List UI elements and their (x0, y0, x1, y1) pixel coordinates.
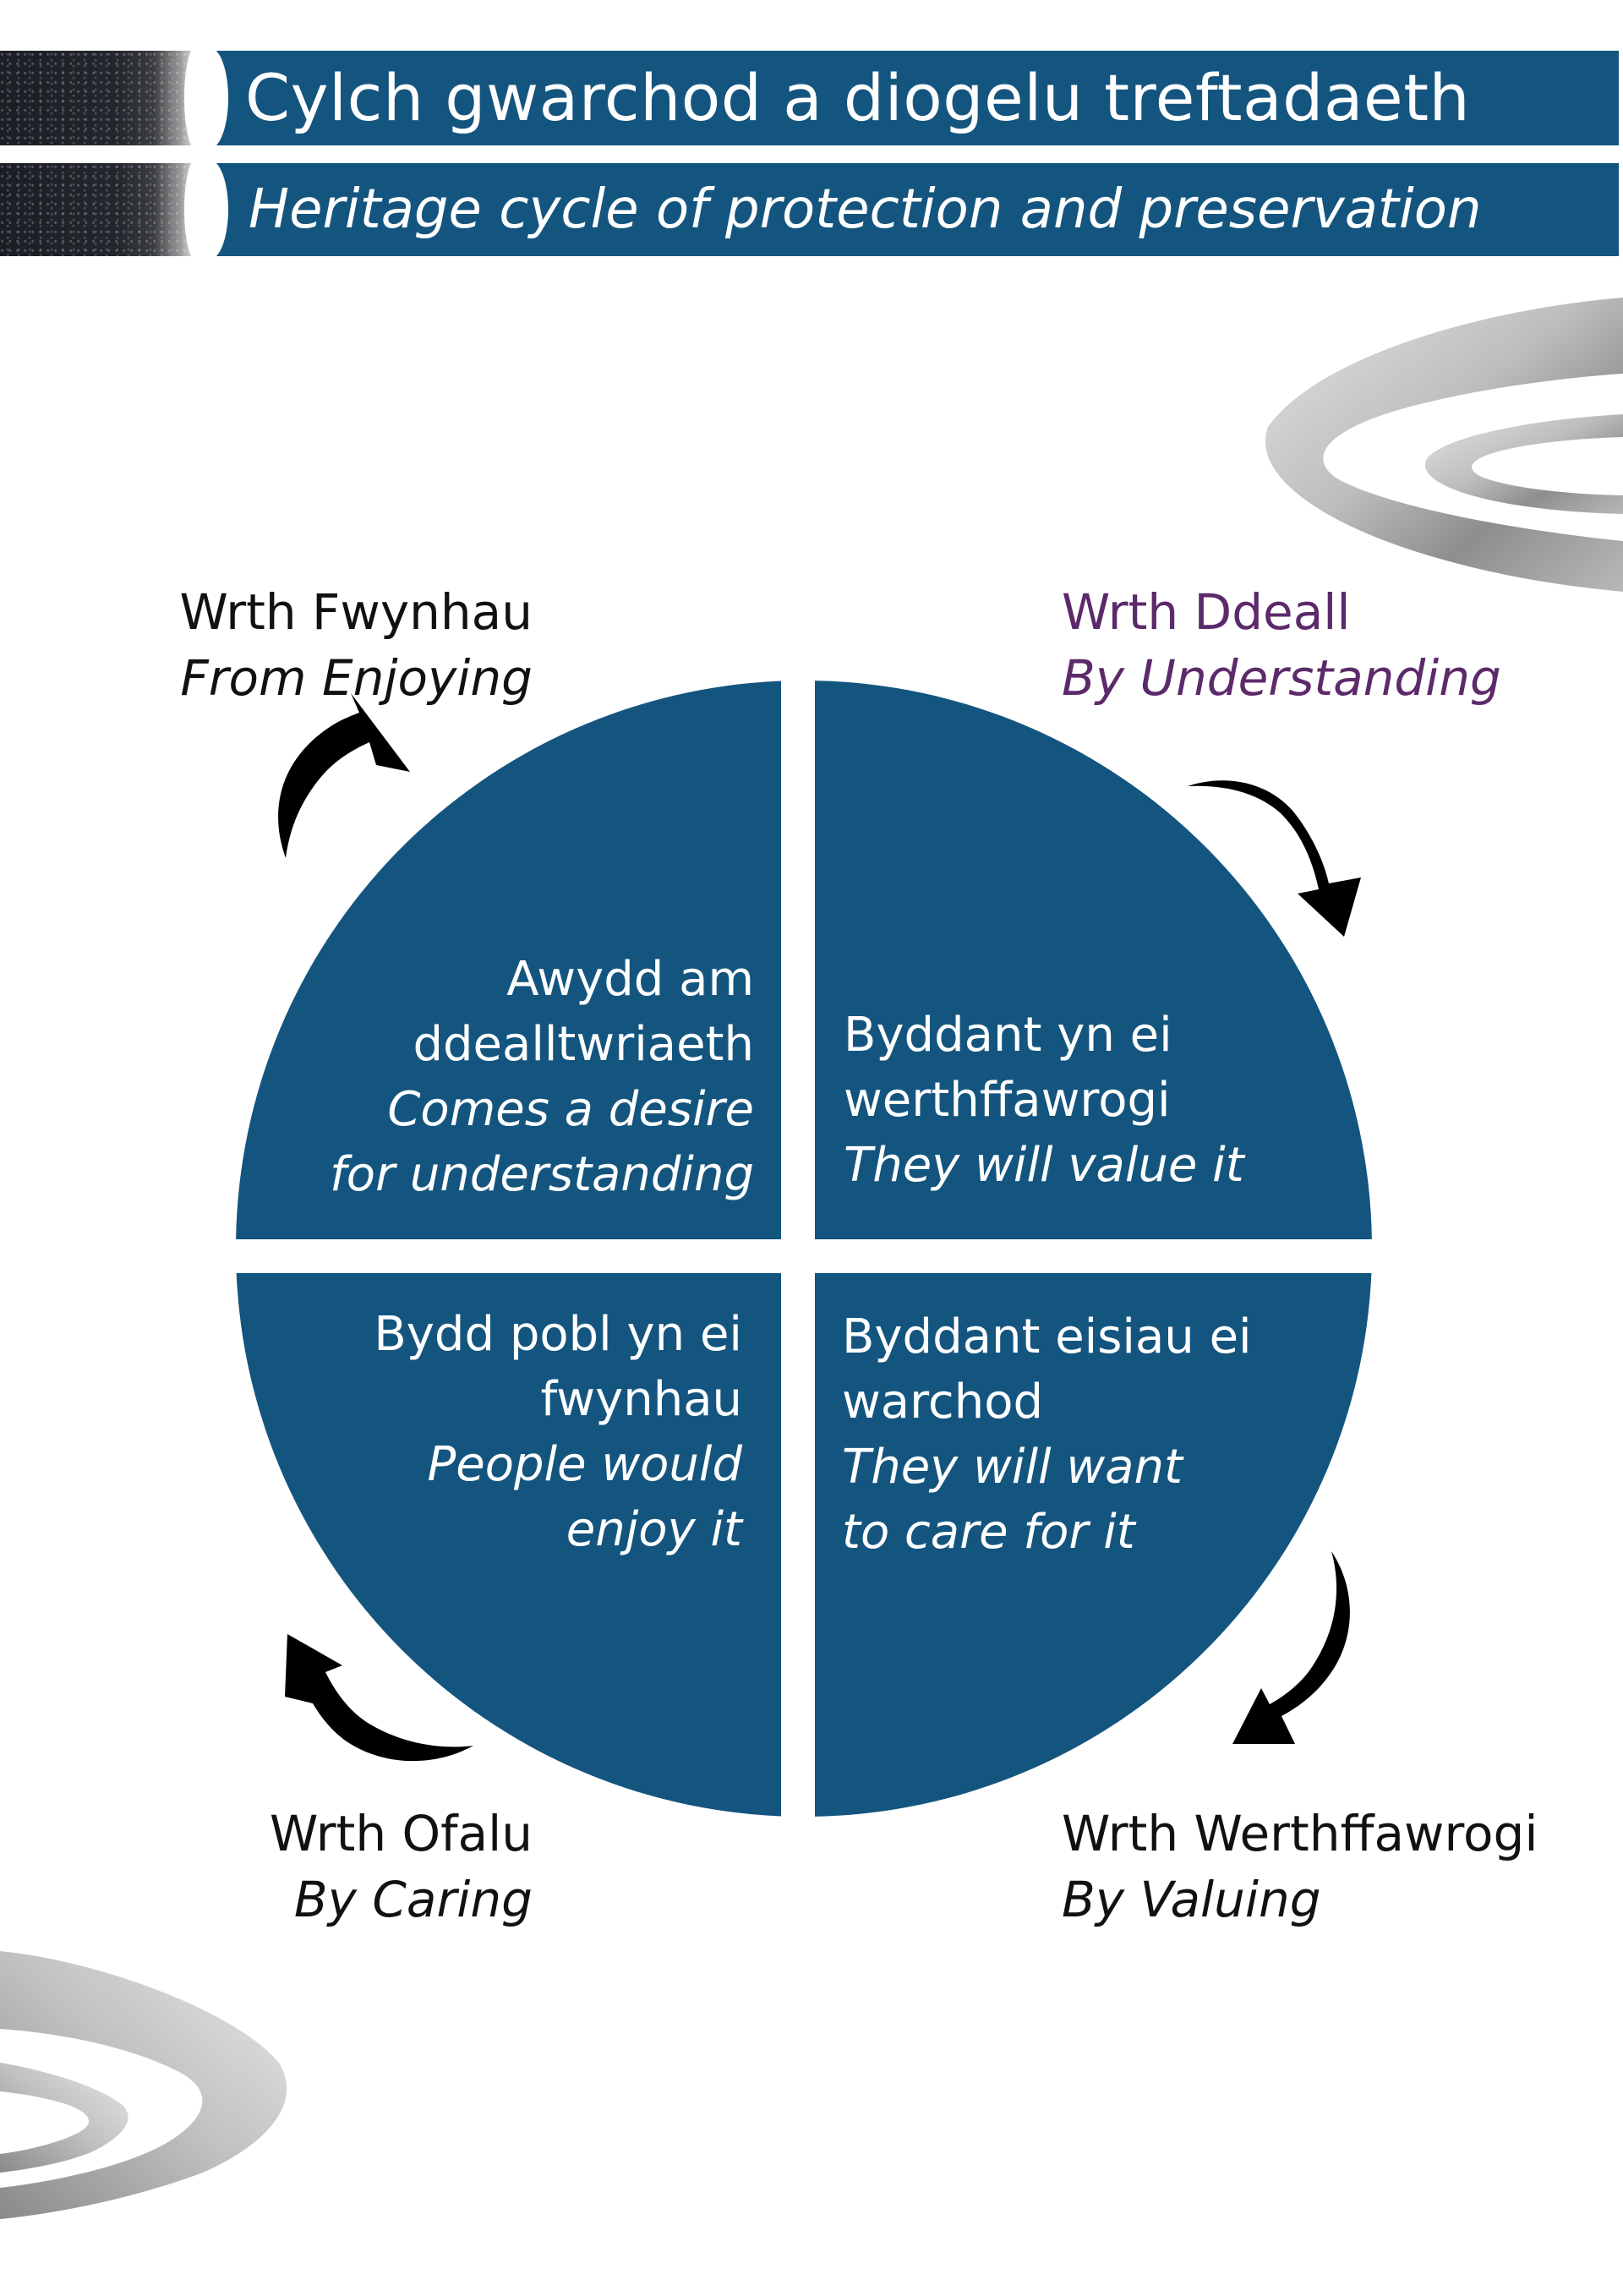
swirl-top-right-icon (1265, 298, 1623, 592)
stage-label-cy: Wrth Ofalu (269, 1805, 533, 1862)
quadrant-line: warchod (842, 1375, 1043, 1430)
quadrant-top-right (815, 681, 1372, 1239)
quadrant-line: Bydd pobl yn ei (374, 1307, 742, 1362)
quadrant-line: fwynhau (540, 1372, 742, 1427)
stage-label-en: By Understanding (1062, 649, 1501, 707)
quadrant-line: They will want (842, 1440, 1183, 1495)
stage-label-bottom-right: Wrth Werthffawrogi By Valuing (1062, 1801, 1538, 1932)
curved-arrow-down-left-icon (1232, 1551, 1350, 1744)
page-subtitle: Heritage cycle of protection and preserv… (191, 160, 1619, 260)
stage-label-en: By Caring (293, 1871, 533, 1928)
quadrant-bottom-left (236, 1273, 781, 1817)
quadrant-line: Byddant eisiau ei (842, 1309, 1252, 1364)
textured-strip-icon (0, 160, 206, 260)
stage-label-en: By Valuing (1062, 1871, 1321, 1928)
quadrant-line: ddealltwriaeth (413, 1017, 754, 1072)
quadrant-line: They will value it (844, 1138, 1244, 1193)
quadrant-line: People would (427, 1437, 742, 1492)
quadrant-line: Comes a desire (387, 1082, 754, 1137)
stage-label-cy: Wrth Werthffawrogi (1062, 1805, 1538, 1862)
quadrant-top-left (236, 681, 781, 1239)
quadrant-bottom-right (815, 1273, 1372, 1817)
quadrant-line: to care for it (842, 1505, 1135, 1560)
quadrant-line: Byddant yn ei (844, 1008, 1172, 1063)
curved-arrow-up-right-icon (278, 693, 410, 858)
stage-label-top-left: Wrth Fwynhau From Enjoying (135, 579, 533, 711)
stage-label-en: From Enjoying (180, 649, 533, 707)
curved-arrow-up-left-icon (285, 1634, 473, 1762)
stage-label-cy: Wrth Fwynhau (179, 583, 533, 641)
quadrant-line: werthffawrogi (844, 1073, 1171, 1128)
stage-label-top-right: Wrth Ddeall By Understanding (1062, 579, 1501, 711)
quadrant-text-bottom-left: Bydd pobl yn ei fwynhau People would enj… (254, 1302, 742, 1562)
stage-label-bottom-left: Wrth Ofalu By Caring (169, 1801, 533, 1932)
curved-arrow-down-right-icon (1188, 780, 1361, 937)
page-title: Cylch gwarchod a diogelu treftadaeth (191, 47, 1619, 149)
stage-label-cy: Wrth Ddeall (1062, 583, 1351, 641)
quadrant-line: for understanding (330, 1147, 754, 1202)
quadrant-line: enjoy it (566, 1502, 742, 1557)
quadrant-text-top-left: Awydd am ddealltwriaeth Comes a desire f… (254, 947, 754, 1207)
swirl-bottom-left-icon (0, 1951, 287, 2219)
quadrant-text-bottom-right: Byddant eisiau ei warchod They will want… (842, 1304, 1252, 1565)
quadrant-text-top-right: Byddant yn ei werthffawrogi They will va… (844, 1003, 1244, 1198)
quadrant-line: Awydd am (506, 952, 754, 1007)
textured-strip-icon (0, 47, 206, 149)
